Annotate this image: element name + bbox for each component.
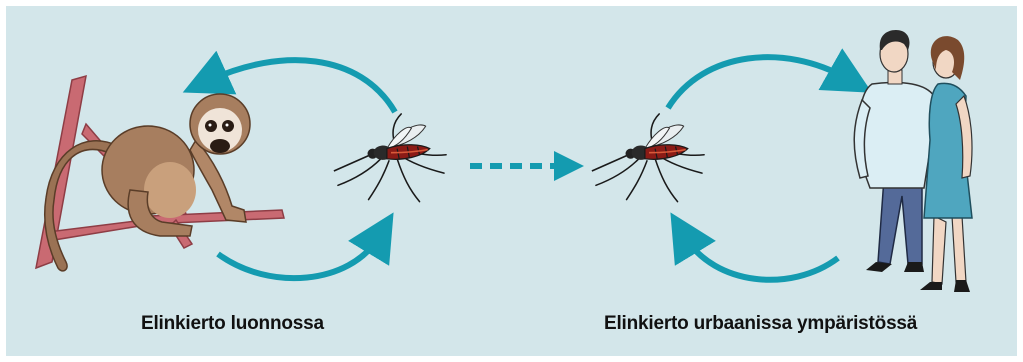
- caption-urban-cycle: Elinkierto urbaanissa ympäristössä: [604, 313, 917, 335]
- woman-figure: [920, 36, 972, 292]
- cycle-arrow-icon: [218, 238, 378, 278]
- man-figure: [854, 30, 934, 272]
- people-icon: [854, 30, 972, 292]
- caption-natural-cycle: Elinkierto luonnossa: [141, 313, 324, 335]
- mosquito-icon: [592, 114, 704, 202]
- mosquito-icon: [334, 114, 446, 202]
- cycle-arrow-icon: [686, 238, 838, 280]
- cycle-arrow-icon: [668, 57, 846, 108]
